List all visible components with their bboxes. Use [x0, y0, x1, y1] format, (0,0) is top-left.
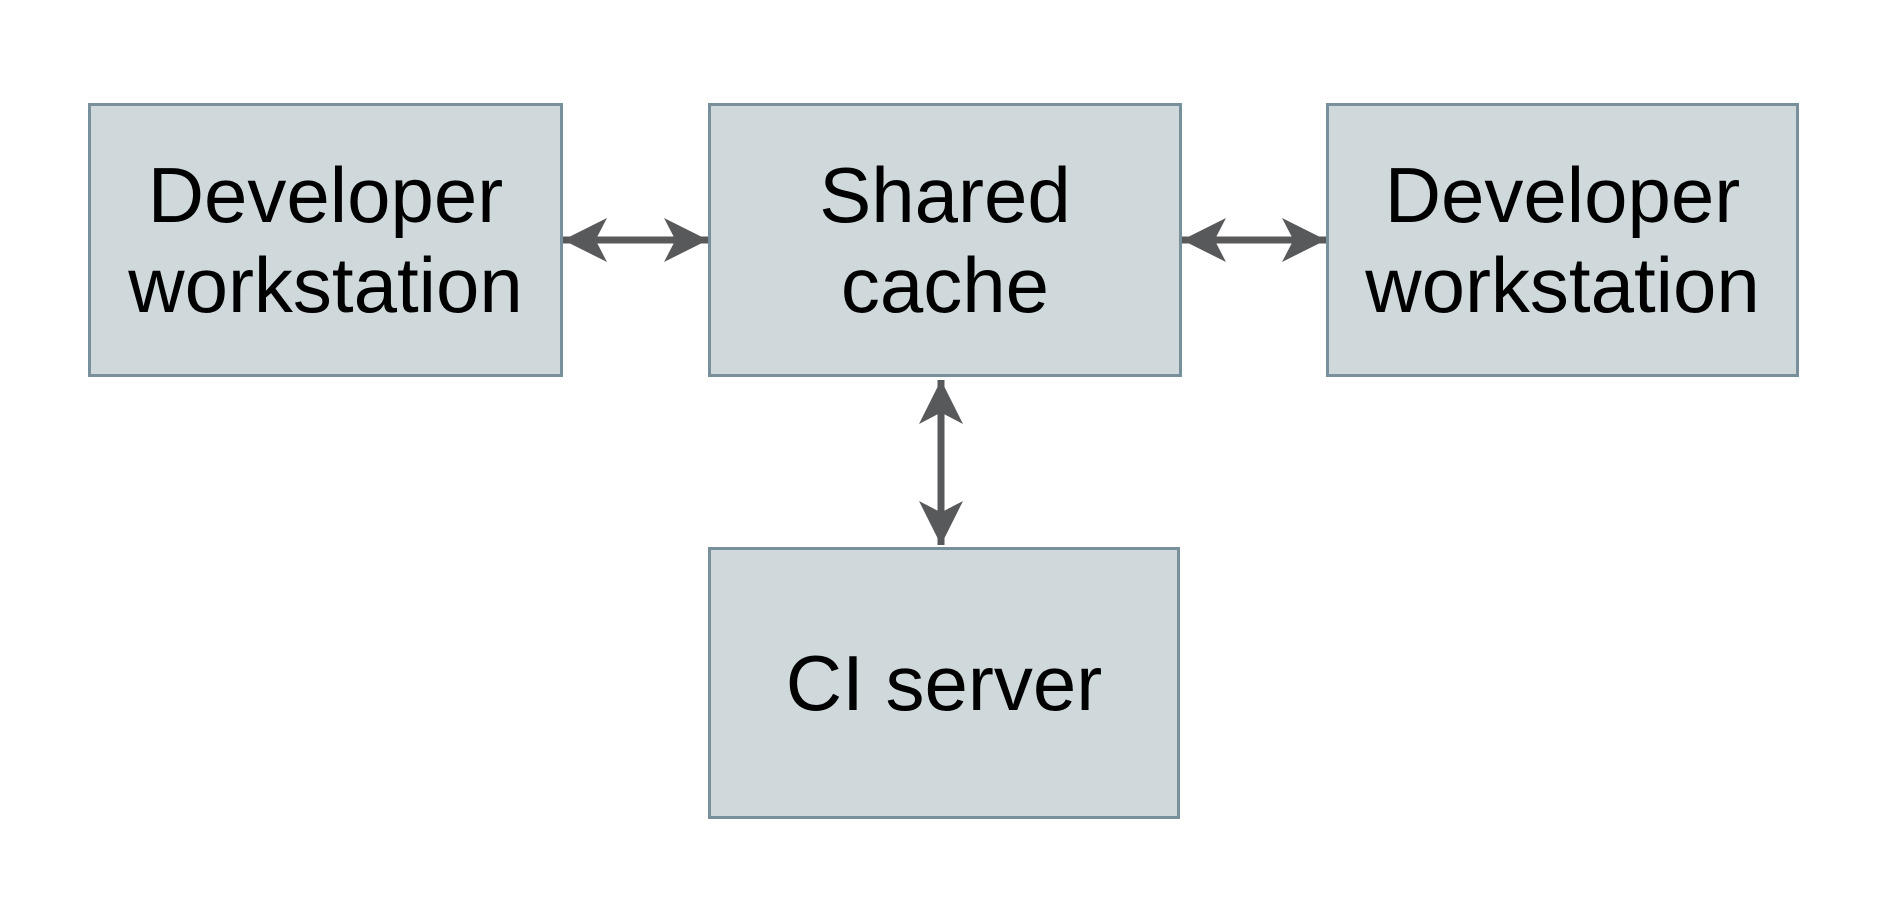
node-label-developer-workstation-right: Developer workstation — [1365, 151, 1760, 329]
node-ci-server: CI server — [708, 547, 1180, 819]
node-developer-workstation-left: Developer workstation — [88, 103, 563, 377]
node-shared-cache: Shared cache — [708, 103, 1182, 377]
node-label-developer-workstation-left: Developer workstation — [128, 151, 523, 329]
node-label-ci-server: CI server — [785, 639, 1103, 727]
node-label-shared-cache: Shared cache — [819, 151, 1071, 329]
node-developer-workstation-right: Developer workstation — [1326, 103, 1799, 377]
